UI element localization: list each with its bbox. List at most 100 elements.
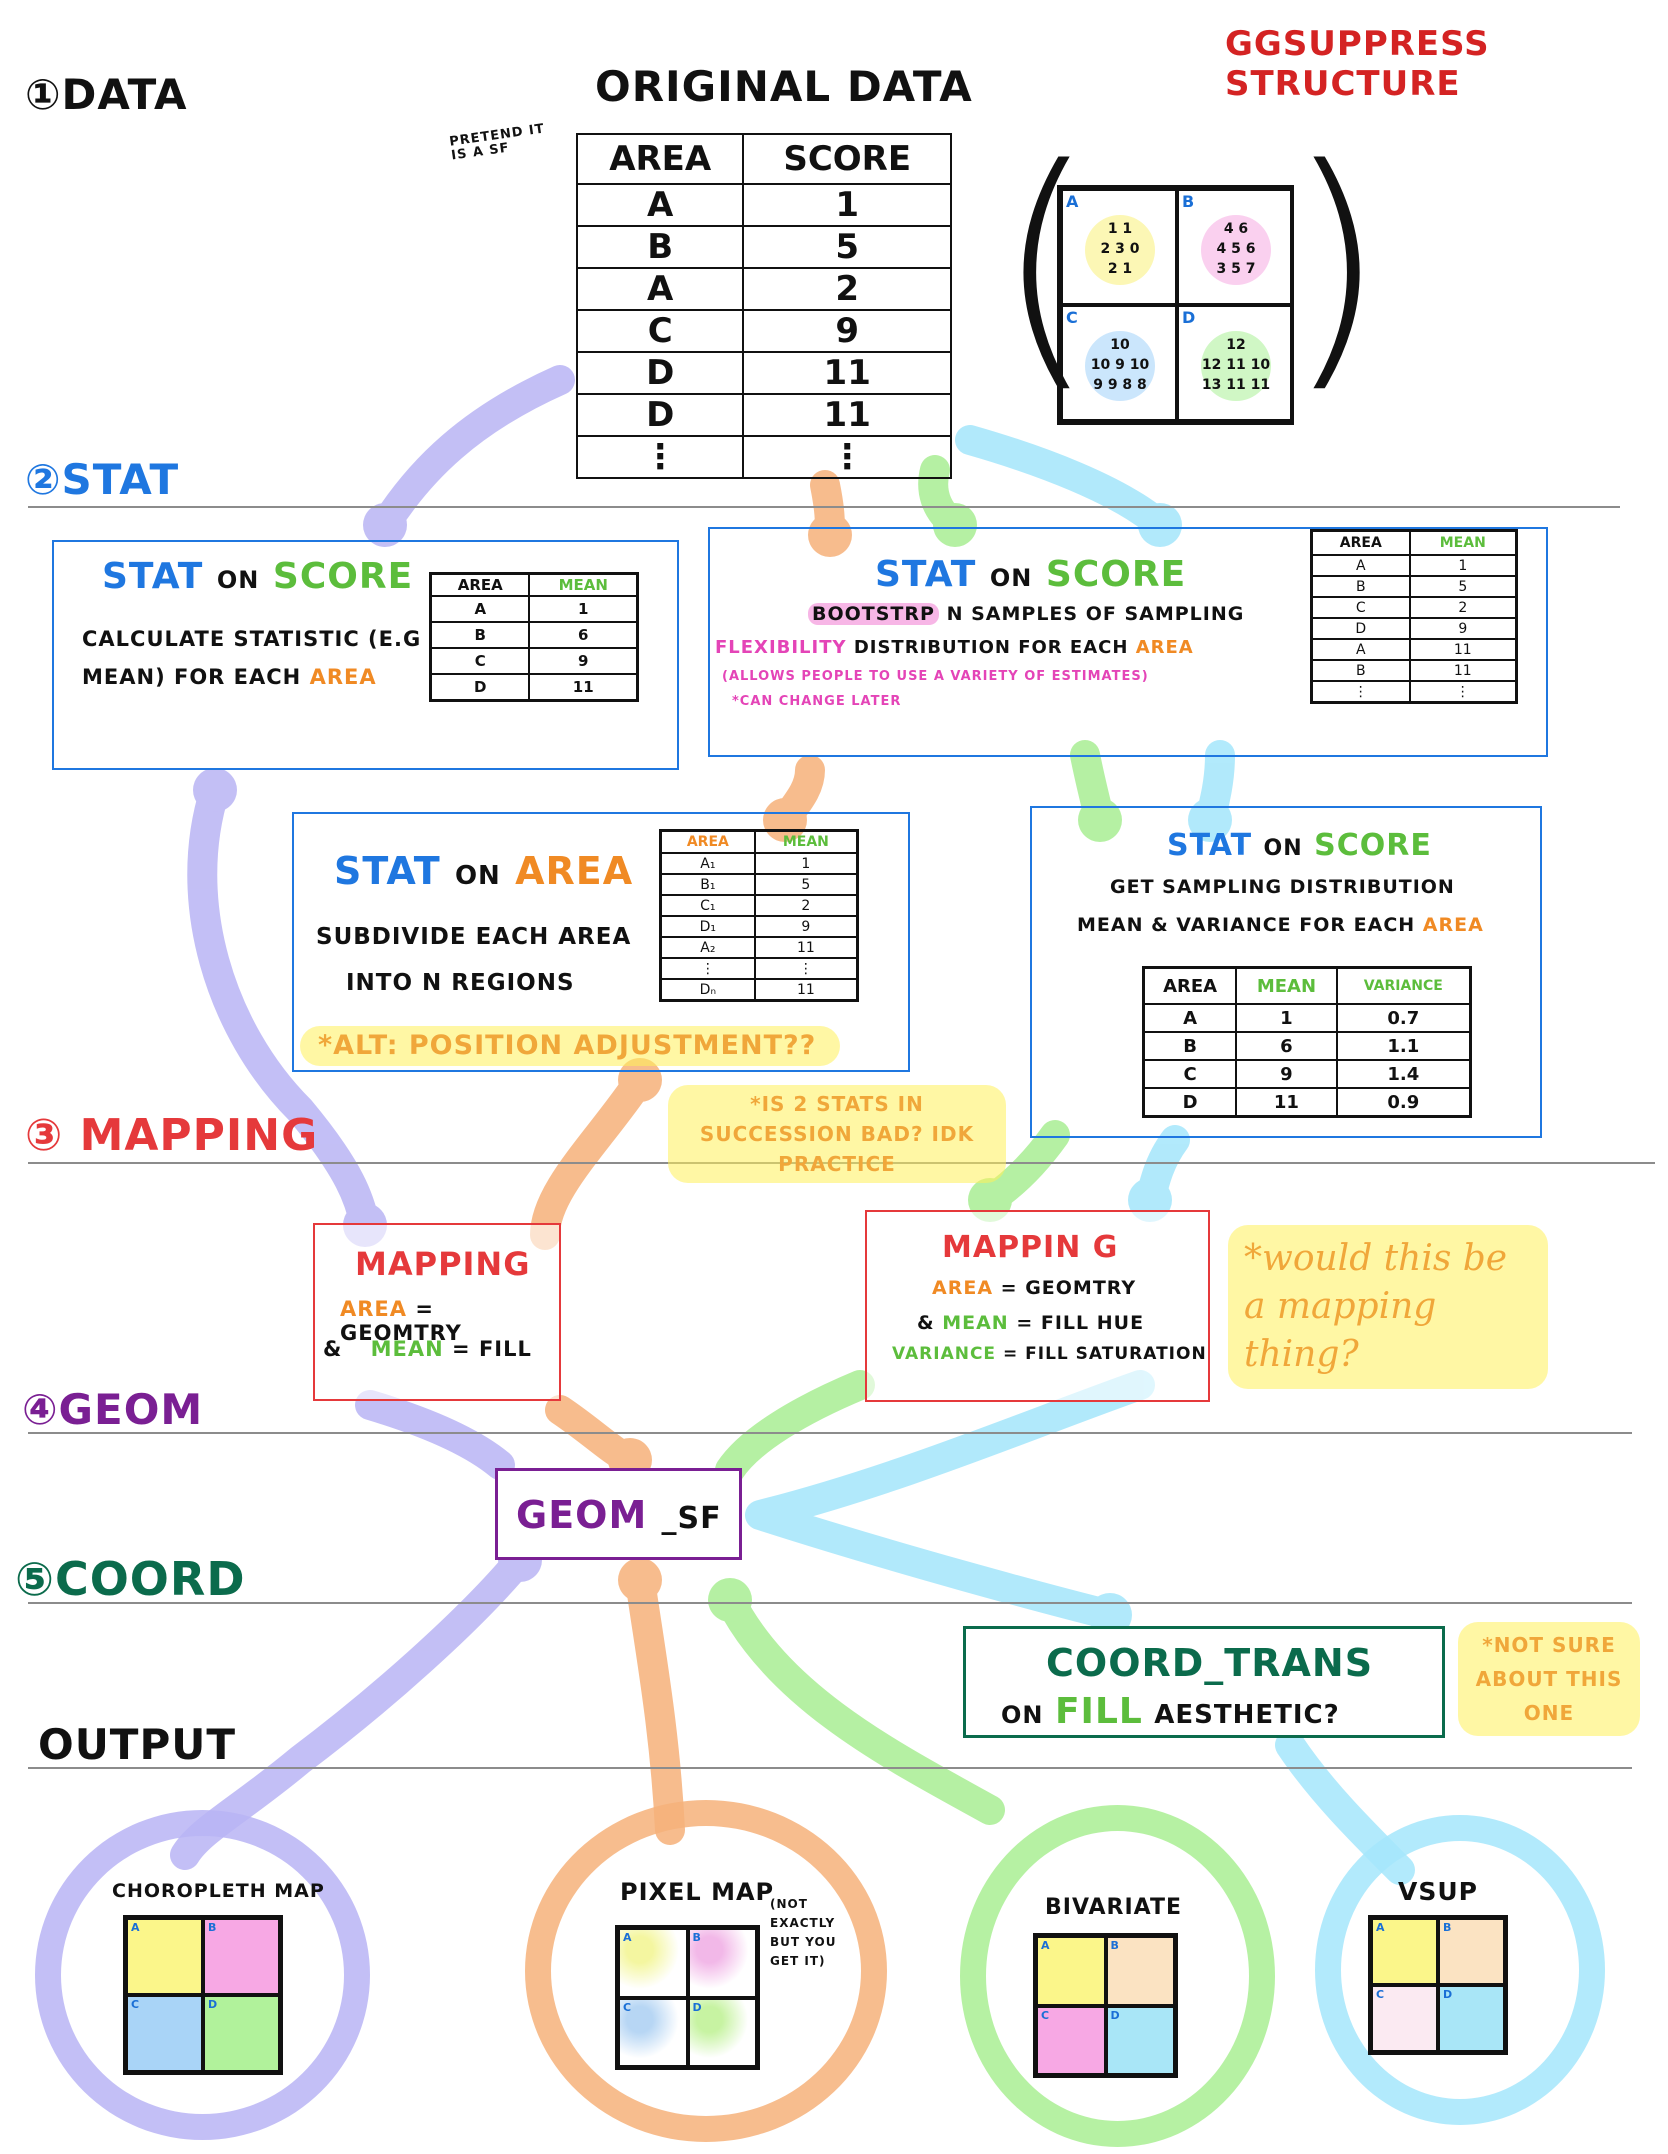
table-cell: C (575, 309, 745, 353)
fill-word: FILL (1054, 1691, 1143, 1732)
flexibility-word: FLEXIBILITY (715, 637, 847, 658)
table-cell: 0.9 (1335, 1087, 1472, 1118)
geom-word: GEOM (516, 1493, 648, 1537)
mapping-and: & (323, 1337, 343, 1361)
sf-word: _SF (661, 1501, 722, 1536)
table-header: VARIANCE (1335, 966, 1472, 1005)
table-header: AREA (1142, 966, 1238, 1005)
area-word: AREA (1135, 637, 1194, 658)
output-grid-cell: C (126, 1995, 203, 2072)
table-header: AREA (575, 133, 745, 185)
mapping-and: & (917, 1312, 935, 1334)
table-cell: ⋮ (659, 957, 756, 980)
table-cell: B₁ (659, 873, 756, 896)
table-header: MEAN (753, 829, 859, 854)
table-cell: A₂ (659, 936, 756, 959)
output-cell-label: B (1443, 1921, 1452, 1934)
stat-title-stat: STAT (334, 849, 441, 893)
area-map-cell-values: 10 10 9 10 9 9 8 8 (1085, 331, 1155, 401)
stat-title-score: SCORE (1314, 828, 1432, 863)
table-cell: 11 (753, 978, 859, 1002)
output-grid-cell: B (687, 1928, 757, 1998)
table-header: MEAN (1235, 966, 1338, 1005)
table-cell: 11 (753, 936, 859, 959)
area-word: AREA (309, 665, 377, 689)
mean-word: MEAN (370, 1337, 444, 1361)
table-cell: 11 (1408, 659, 1518, 682)
table-cell: A (575, 183, 745, 227)
mapping-title: MAPPIN G (942, 1230, 1119, 1265)
section-stat-label: ②STAT (25, 455, 180, 504)
table-cell: B (1310, 575, 1411, 598)
output-cell-label: A (623, 1931, 632, 1944)
mapping-line: = GEOMTRY (340, 1297, 462, 1345)
stat-desc-line: MEAN & VARIANCE FOR EACH (1077, 914, 1416, 936)
table-cell: 1 (742, 183, 952, 227)
stat-note: (ALLOWS PEOPLE TO USE A VARIETY OF ESTIM… (722, 669, 1149, 684)
area-map-cell-values: 12 12 11 10 13 11 11 (1201, 331, 1271, 401)
output-cell-label: D (1110, 2008, 1120, 2022)
mapping-line: = GEOMTRY (1000, 1277, 1137, 1299)
stat-desc-line: DISTRIBUTION FOR EACH (853, 637, 1129, 658)
stat-desc-line: MEAN) FOR EACH (82, 665, 302, 689)
table-cell: 11 (742, 393, 952, 437)
mapping-box-fill: MAPPING AREA = GEOMTRY & MEAN = FILL (313, 1223, 561, 1401)
table-header: AREA (1310, 529, 1411, 556)
area-map-cell-label: B (1182, 192, 1195, 211)
mapping-line: = FILL SATURATION (1002, 1344, 1207, 1364)
table-cell: ⋮ (742, 435, 952, 479)
table-cell: A₁ (659, 852, 756, 875)
table-cell: 2 (1408, 596, 1518, 619)
table-cell: D (429, 673, 531, 702)
table-cell: 9 (1408, 617, 1518, 640)
output-grid-cell: B (1105, 1936, 1175, 2006)
mapping-line: = FILL HUE (1016, 1312, 1145, 1334)
table-cell: D (575, 393, 745, 437)
table-cell: ⋮ (753, 957, 859, 980)
table-header: AREA (659, 829, 756, 854)
table-header: SCORE (742, 133, 952, 185)
section-mapping-label: ③ MAPPING (25, 1110, 319, 1161)
output-label: VSUP (1398, 1877, 1478, 1906)
table-cell: B (1310, 659, 1411, 682)
not-sure-note: *NOT SURE ABOUT THIS ONE (1458, 1622, 1640, 1736)
stat-title-stat: STAT (875, 554, 977, 595)
stat-box-score-mean: STAT ON SCORE CALCULATE STATISTIC (E.G M… (52, 540, 679, 770)
mean-word: MEAN (942, 1312, 1009, 1334)
table-cell: D (1310, 617, 1411, 640)
alt-note: *ALT: POSITION ADJUSTMENT?? (300, 1026, 840, 1066)
cyan-path (745, 425, 1415, 1885)
output-grid-cell: C (618, 1997, 688, 2067)
table-cell: Dₙ (659, 978, 756, 1002)
output-grid-cell: B (203, 1918, 280, 1995)
stat-desc-line: SUBDIVIDE EACH AREA (316, 924, 632, 950)
table-cell: A (1142, 1003, 1238, 1033)
table-cell: 5 (742, 225, 952, 269)
output-cell-label: B (692, 1931, 701, 1944)
coord-trans-box: COORD_TRANS ON FILL AESTHETIC? (963, 1626, 1445, 1738)
left-paren: ( (995, 114, 1097, 416)
table-cell: D (575, 351, 745, 395)
